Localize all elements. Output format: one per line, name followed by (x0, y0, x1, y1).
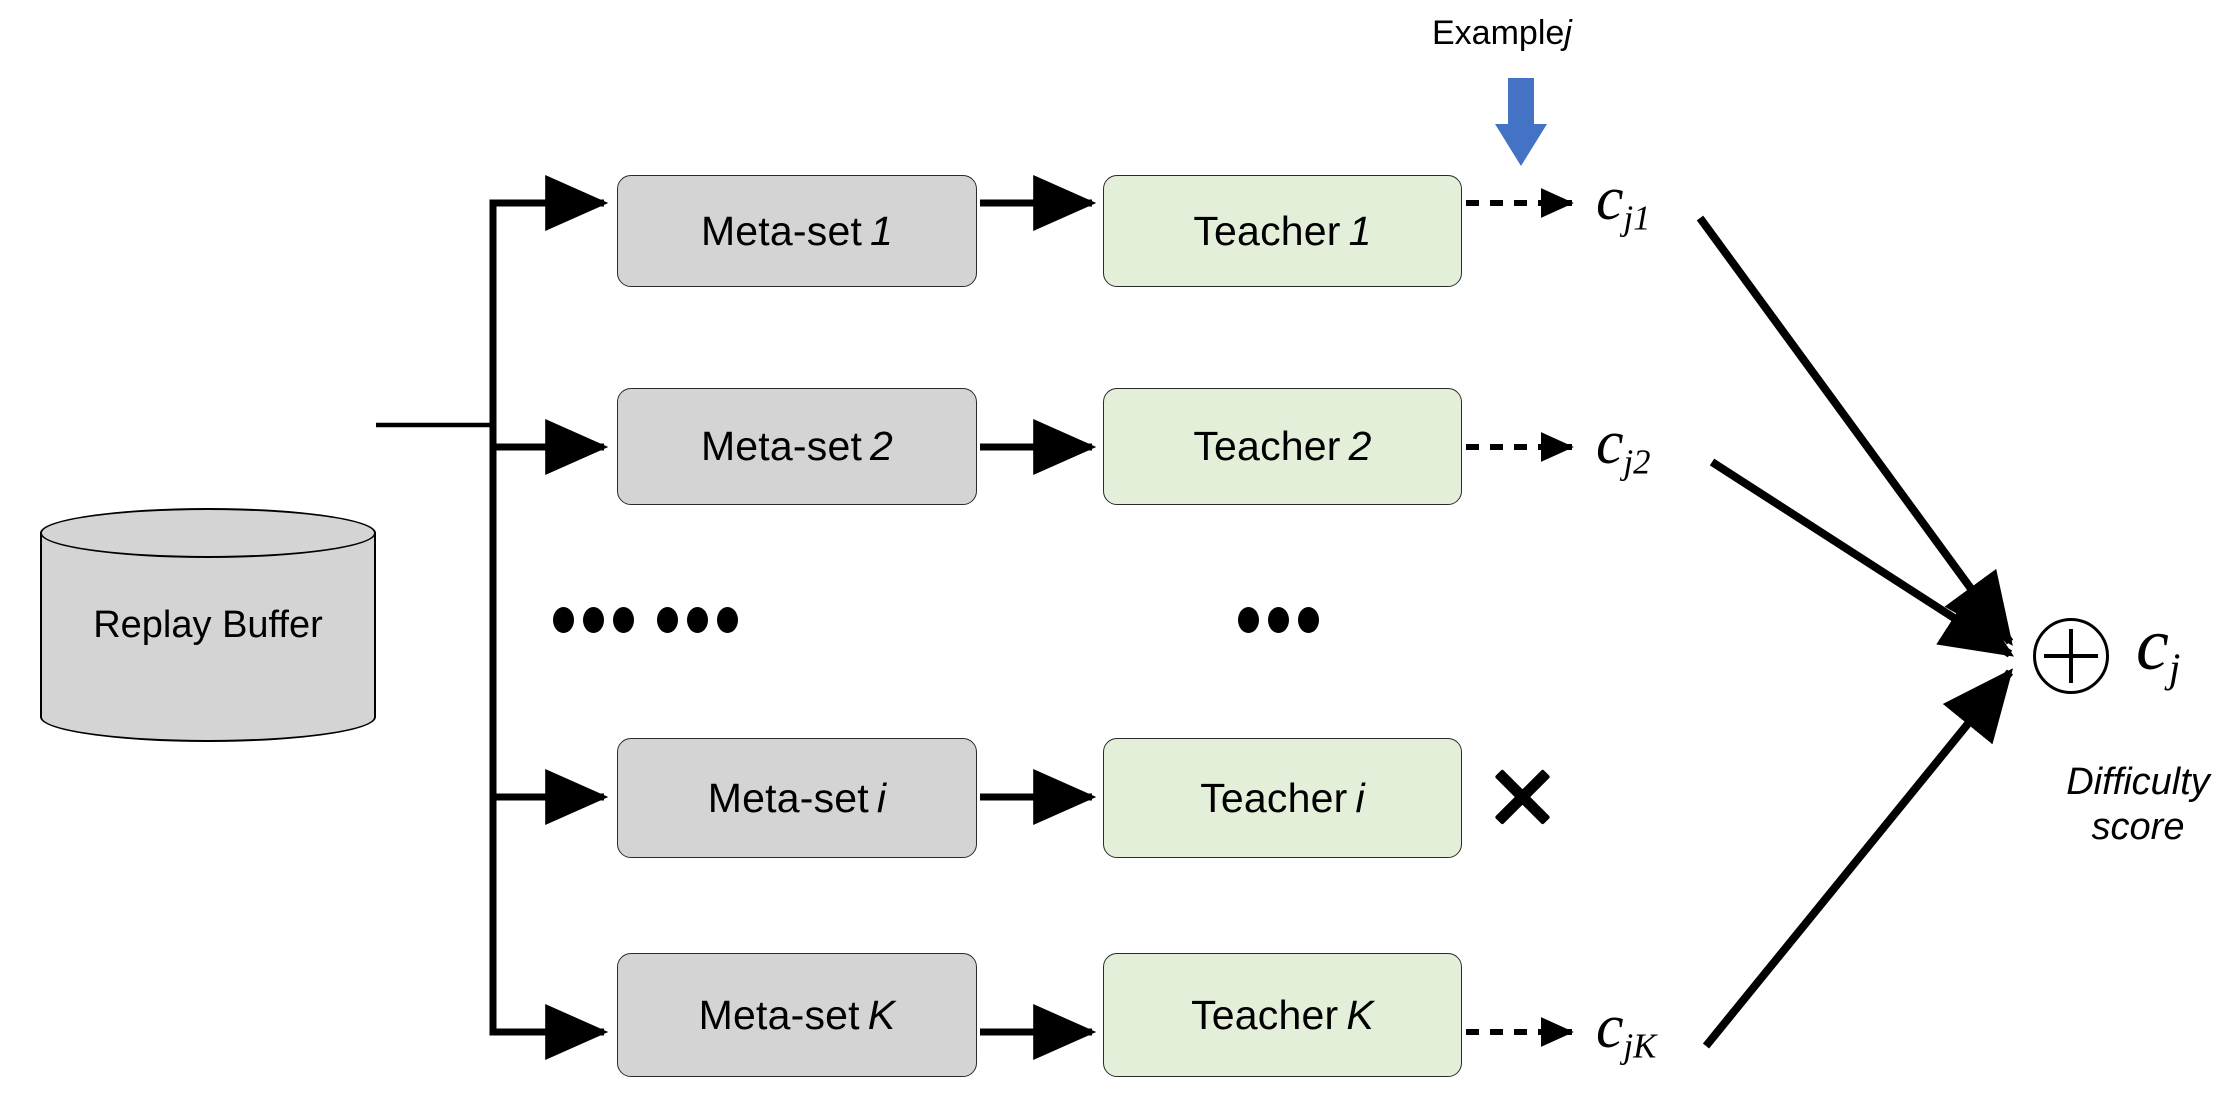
ellipsis-dot (1238, 607, 1259, 633)
cylinder-body (40, 533, 376, 717)
score-c-j2: cj2 (1596, 412, 1651, 480)
meta-set-index-1: 1 (870, 207, 894, 254)
teacher-label-K: Teacher (1191, 991, 1339, 1038)
score-c-jK: cjK (1596, 996, 1656, 1064)
cylinder-top-ellipse (40, 508, 376, 558)
ellipsis-dot (553, 607, 574, 633)
score-sub-1: j1 (1623, 198, 1651, 238)
difficulty-score-caption: Difficulty score (2040, 760, 2236, 850)
meta-set-label-2: Meta-set (700, 423, 863, 469)
ellipsis-dot (717, 607, 738, 633)
ellipsis-dot (583, 607, 604, 633)
replay-buffer-cylinder[interactable]: Replay Buffer (40, 508, 376, 742)
meta-set-label-i: Meta-set (707, 774, 869, 821)
score-base-K: c (1596, 993, 1624, 1061)
ellipsis-dot (613, 607, 634, 633)
plus-operator-icon (2033, 618, 2109, 694)
meta-set-index-K: K (867, 991, 896, 1038)
score-to-aggregator-wire-1 (1696, 215, 2014, 646)
score-c-j1: cj1 (1596, 168, 1651, 236)
score-sub-2: j2 (1623, 442, 1651, 482)
score-base-1: c (1596, 165, 1624, 233)
score-to-aggregator-wire-2 (1709, 458, 2015, 658)
aggregate-score-sub: j (2168, 644, 2181, 691)
difficulty-caption-line2: score (2091, 805, 2185, 848)
ellipsis-group-right (1238, 607, 1319, 633)
difficulty-caption-line1: Difficulty (2066, 761, 2210, 803)
example-label: Examplej (1432, 14, 1572, 53)
meta-set-index-2: 2 (870, 423, 894, 469)
score-to-aggregator-wire-4 (1702, 668, 2014, 1049)
ellipsis-dot (657, 607, 678, 633)
score-sub-K: jK (1623, 1026, 1657, 1066)
teacher-label-i: Teacher (1200, 774, 1348, 821)
replay-buffer-label: Replay Buffer (93, 603, 323, 646)
aggregate-score-base: c (2136, 604, 2169, 686)
aggregate-score-c-j: cj (2136, 608, 2180, 689)
example-arrow-blue (1495, 78, 1547, 166)
ellipsis-dot (687, 607, 708, 633)
ellipsis-dot (1268, 607, 1289, 633)
ellipsis-group-middle (657, 607, 738, 633)
teacher-index-i: i (1355, 774, 1365, 821)
teacher-index-2: 2 (1348, 423, 1372, 469)
teacher-index-K: K (1346, 991, 1374, 1038)
meta-set-index-i: i (876, 774, 887, 821)
meta-set-label-1: Meta-set (700, 207, 863, 254)
teacher-label-1: Teacher (1193, 207, 1341, 254)
excluded-teacher-x-icon (1488, 763, 1556, 831)
teacher-index-1: 1 (1348, 207, 1372, 254)
score-base-2: c (1596, 409, 1624, 477)
example-prefix: Example (1432, 14, 1565, 52)
meta-set-label-K: Meta-set (698, 991, 860, 1038)
example-index: j (1564, 14, 1572, 52)
ellipsis-group-left (553, 607, 634, 633)
ellipsis-dot (1298, 607, 1319, 633)
teacher-label-2: Teacher (1193, 423, 1341, 469)
